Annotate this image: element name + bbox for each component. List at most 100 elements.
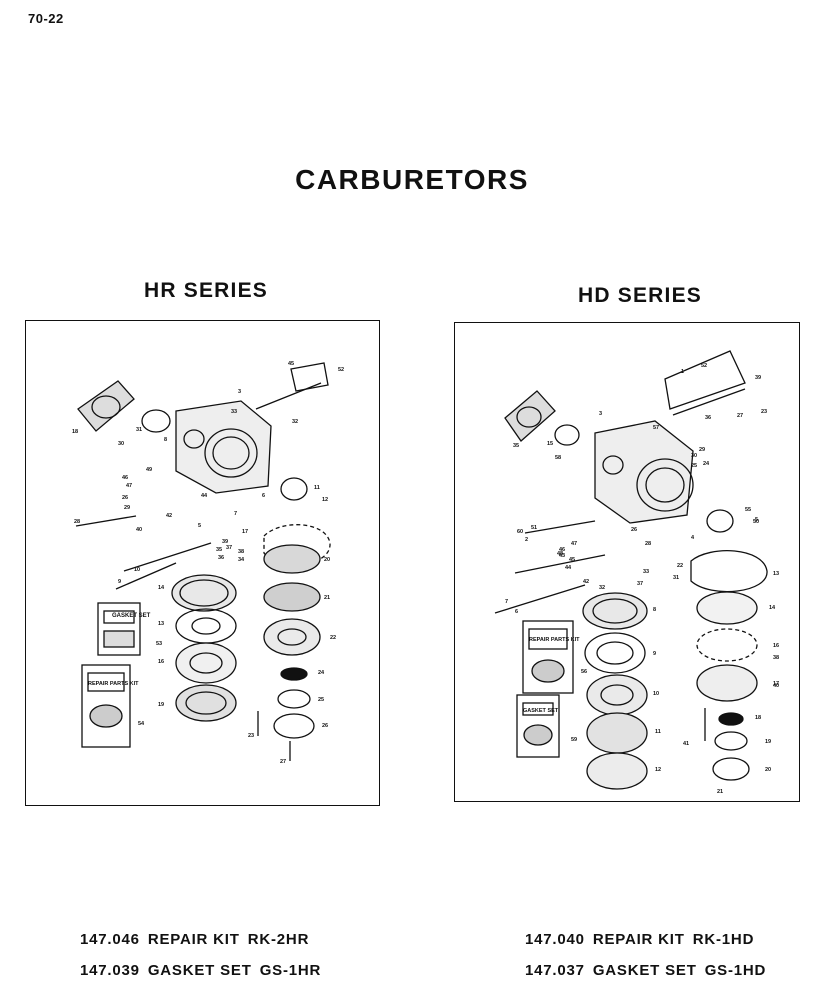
- hr-part-callout: 13: [158, 621, 164, 627]
- page-title: CARBURETORS: [295, 164, 529, 195]
- part-number: 147.039: [80, 962, 140, 979]
- part-number: 147.037: [525, 962, 585, 979]
- hd-part-callout: 20: [765, 767, 771, 773]
- hd-part-callout: 50: [753, 519, 759, 525]
- hr-part-callout: 31: [136, 427, 142, 433]
- hd-part-callout: 25: [691, 463, 697, 469]
- hr-part-callout: 42: [166, 513, 172, 519]
- hr-part-callout: 35: [216, 547, 222, 553]
- hr-part-callout: 27: [280, 759, 286, 765]
- hr-part-callout: 3: [238, 389, 241, 395]
- hd-part-callout: 59: [571, 737, 577, 743]
- hd-part-callout: 38: [773, 655, 779, 661]
- hd-part-callout: 41: [683, 741, 689, 747]
- hd-part-callout: 24: [703, 461, 710, 467]
- hr-part-callout: 40: [136, 527, 142, 533]
- hd-part-callout: 15: [547, 441, 553, 447]
- hr-part-callout: 18: [72, 429, 78, 435]
- hr-series-heading: HR SERIES: [144, 279, 268, 302]
- hd-part-callout: 8: [653, 607, 656, 613]
- hr-part-callout: 10: [134, 567, 140, 573]
- hr-part-callout: 28: [74, 519, 80, 525]
- hr-part-callout: 30: [118, 441, 124, 447]
- hd-part-callout: 5: [755, 517, 758, 523]
- hr-part-callout: 16: [158, 659, 164, 665]
- hd-part-callout: 1: [681, 369, 684, 375]
- hr-part-callout: 29: [124, 505, 130, 511]
- part-number: 147.046: [80, 931, 140, 948]
- hd-part-callout: 40: [773, 683, 779, 689]
- hd-part-callout: 47: [571, 541, 577, 547]
- hd-part-callout: 39: [755, 375, 761, 381]
- kit-code: RK-1HD: [692, 931, 755, 948]
- hr-part-callout: 38: [238, 549, 244, 555]
- hd-part-callout: 14: [769, 605, 776, 611]
- hd-part-callout: 26: [631, 527, 637, 533]
- hd-part-callout: 44: [565, 565, 572, 571]
- hd-part-callout: 2: [525, 537, 528, 543]
- kit-type: REPAIR KIT: [147, 931, 240, 948]
- hr-part-callout: 24: [318, 670, 325, 676]
- hd-part-callout: 9: [653, 651, 656, 657]
- hr-part-callout: 39: [222, 539, 228, 545]
- hr-part-callout: 5: [198, 523, 201, 529]
- hd-part-callout: 11: [655, 729, 661, 735]
- hd-part-callout: 33: [643, 569, 649, 575]
- hr-part-callout: 52: [338, 367, 344, 373]
- hd-part-callout: 36: [705, 415, 711, 421]
- hd-part-callout: 19: [765, 739, 771, 745]
- hr-part-callout: 33: [231, 409, 237, 415]
- hd-part-callout: 7: [505, 599, 508, 605]
- hr-part-callout: 7: [234, 511, 237, 517]
- kit-type: REPAIR KIT: [592, 931, 685, 948]
- hr-part-callout: 19: [158, 702, 164, 708]
- hd-part-callout: 52: [701, 363, 707, 369]
- hd-part-callout: 58: [555, 455, 561, 461]
- carburetor-body: [594, 420, 694, 524]
- kit-type: GASKET SET: [592, 962, 697, 979]
- hd-part-callout: 28: [645, 541, 651, 547]
- hd-part-callout: 12: [655, 767, 661, 773]
- hr-part-callout: 26: [322, 723, 328, 729]
- hd-part-callout: 35: [513, 443, 519, 449]
- hd-part-callout: 45: [569, 557, 575, 563]
- hd-part-callout: 4: [691, 535, 695, 541]
- hr-part-callout: 23: [248, 733, 254, 739]
- hr-part-callout: 6: [262, 493, 265, 499]
- hd-part-callout: 27: [737, 413, 743, 419]
- hd-part-callout: 16: [773, 643, 779, 649]
- hd-gasket-set-line: 147.037 GASKET SET GS-1HD: [525, 962, 774, 979]
- hr-part-callout: 37: [226, 545, 232, 551]
- hd-part-callout: 37: [637, 581, 643, 587]
- kit-code: GS-1HD: [704, 962, 767, 979]
- hr-part-callout: 26: [122, 495, 128, 501]
- hd-part-callout: 21: [717, 789, 723, 795]
- flange-gasket: [77, 380, 135, 432]
- hd-part-callout: 13: [773, 571, 779, 577]
- hr-series-illustration: GASKET SET REPAIR PARTS KIT 332455218303…: [72, 361, 344, 765]
- hd-part-callout: 42: [583, 579, 589, 585]
- hd-part-callout: 3: [599, 411, 602, 417]
- hd-gasket-set-card-label: GASKET SET: [523, 708, 559, 714]
- hr-part-callout: 21: [324, 595, 330, 601]
- hr-part-callout: 47: [126, 483, 132, 489]
- kit-code: RK-2HR: [247, 931, 310, 948]
- page-number: 70-22: [28, 11, 64, 26]
- hd-part-callout: 18: [755, 715, 761, 721]
- hd-part-callout: 48: [557, 551, 563, 557]
- hr-part-callout: 17: [242, 529, 248, 535]
- hr-part-callout: 36: [218, 555, 224, 561]
- hr-part-callout: 9: [118, 579, 121, 585]
- hr-part-callout: 32: [292, 419, 298, 425]
- hd-part-callout: 23: [761, 409, 767, 415]
- hr-part-callout: 49: [146, 467, 152, 473]
- hd-part-callout: 22: [677, 563, 683, 569]
- hr-repair-kit-card-label: REPAIR PARTS KIT: [88, 681, 139, 687]
- hd-part-callout: 60: [517, 529, 523, 535]
- hr-part-callout: 22: [330, 635, 336, 641]
- hr-part-callout: 14: [158, 585, 165, 591]
